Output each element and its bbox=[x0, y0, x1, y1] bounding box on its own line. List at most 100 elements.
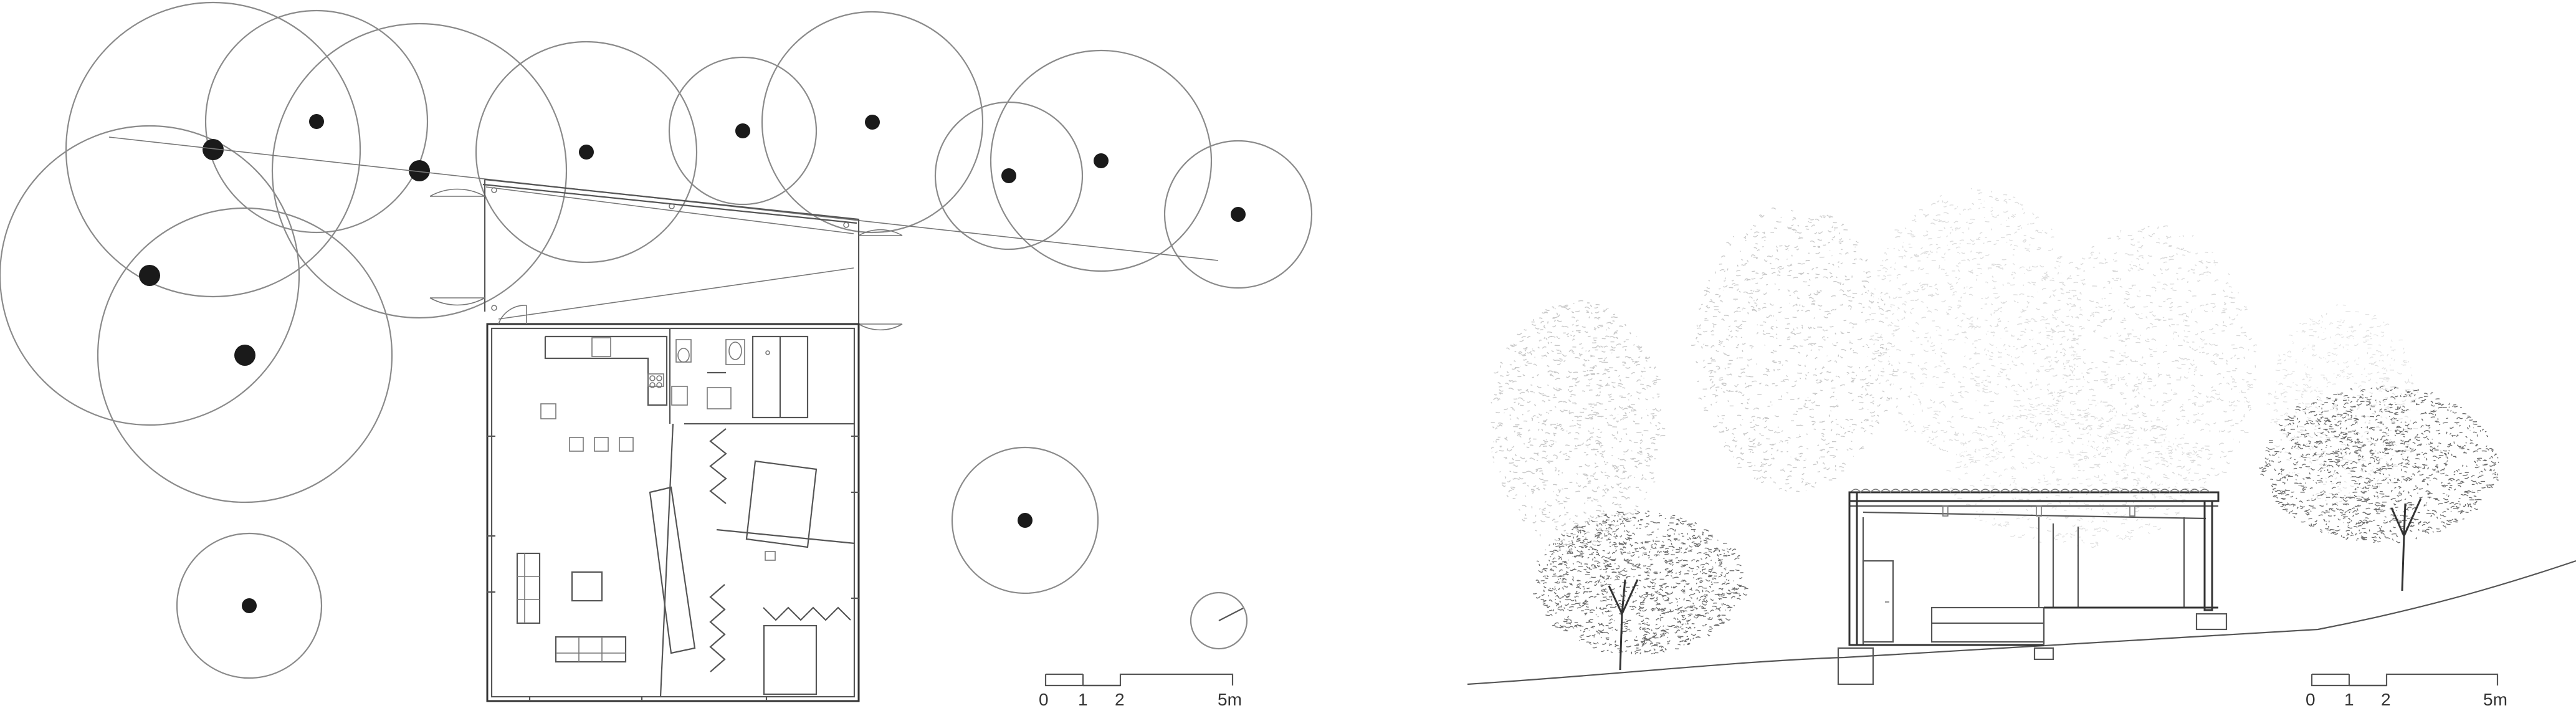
foliage-stroke bbox=[1946, 236, 1949, 237]
foliage-stroke bbox=[1595, 413, 1598, 416]
foliage-stroke bbox=[1841, 223, 1844, 226]
foliage-stroke bbox=[2244, 335, 2248, 337]
foliage-stroke bbox=[1556, 336, 1558, 338]
foliage-stroke bbox=[1627, 476, 1629, 479]
foliage-stroke bbox=[1568, 370, 1572, 373]
foliage-stroke bbox=[1727, 268, 1729, 271]
foliage-stroke bbox=[2046, 389, 2049, 392]
foliage-stroke bbox=[1954, 227, 1958, 229]
tree-trunk bbox=[865, 115, 880, 130]
foliage-stroke bbox=[1958, 391, 1962, 394]
foliage-stroke bbox=[2003, 199, 2007, 201]
foliage-stroke bbox=[1988, 391, 1993, 393]
foliage-stroke bbox=[2174, 360, 2180, 362]
foliage-stroke bbox=[2180, 474, 2182, 477]
foliage-stroke bbox=[2176, 445, 2179, 448]
foliage-stroke bbox=[2032, 537, 2035, 539]
foliage-stroke bbox=[1753, 419, 1755, 421]
foliage-stroke bbox=[1523, 420, 1528, 422]
foliage-stroke bbox=[1579, 485, 1581, 487]
foliage-stroke bbox=[2087, 413, 2091, 415]
foliage-stroke bbox=[2135, 312, 2139, 315]
foliage-stroke bbox=[2346, 376, 2350, 380]
foliage-stroke bbox=[1770, 351, 1774, 354]
foliage-stroke bbox=[2206, 474, 2211, 477]
foliage-stroke bbox=[1580, 529, 1581, 532]
foliage-stroke bbox=[1745, 386, 1750, 389]
foliage-stroke bbox=[2052, 375, 2058, 377]
foliage-stroke bbox=[2193, 373, 2196, 376]
foliage-stroke bbox=[1919, 282, 1921, 284]
foliage-stroke bbox=[1759, 277, 1763, 280]
foliage-stroke bbox=[2008, 378, 2010, 381]
foliage-stroke bbox=[1703, 366, 1706, 368]
foliage-stroke bbox=[2141, 411, 2146, 414]
foliage-stroke bbox=[1538, 446, 1541, 447]
foliage-stroke bbox=[2124, 536, 2130, 538]
foliage-stroke bbox=[2102, 482, 2107, 484]
foliage-stroke bbox=[2077, 389, 2082, 391]
foliage-stroke bbox=[2136, 258, 2140, 260]
foliage-stroke bbox=[1912, 330, 1916, 332]
foliage-stroke bbox=[1987, 381, 1991, 383]
foliage-stroke bbox=[1624, 520, 1630, 522]
foliage-stroke bbox=[2170, 303, 2172, 305]
foliage-stroke bbox=[2082, 257, 2086, 260]
foliage-stroke bbox=[1961, 455, 1965, 457]
foliage-stroke bbox=[1957, 466, 1962, 468]
foliage-stroke bbox=[2205, 252, 2208, 254]
foliage-stroke bbox=[1709, 301, 1714, 303]
foliage-stroke bbox=[1633, 420, 1636, 423]
foliage-stroke bbox=[2090, 251, 2094, 254]
foliage-stroke bbox=[1729, 335, 1731, 337]
foliage-stroke bbox=[1527, 485, 1529, 487]
foliage-stroke bbox=[1782, 365, 1783, 366]
foliage-stroke bbox=[1627, 449, 1629, 451]
foliage-stroke bbox=[1532, 415, 1536, 418]
foliage-stroke bbox=[1931, 437, 1935, 441]
foliage-stroke bbox=[1513, 464, 1519, 467]
foliage-stroke bbox=[1889, 383, 1892, 386]
foliage-stroke bbox=[2073, 282, 2079, 284]
foliage-stroke bbox=[1497, 398, 1501, 401]
foliage-stroke bbox=[1763, 458, 1767, 461]
foliage-stroke bbox=[1749, 421, 1752, 423]
foliage-stroke bbox=[2178, 459, 2182, 461]
foliage-stroke bbox=[1902, 371, 1907, 374]
foliage-stroke bbox=[2069, 330, 2074, 332]
foliage-stroke bbox=[2049, 364, 2052, 367]
foliage-stroke bbox=[2053, 404, 2056, 406]
foliage-stroke bbox=[1719, 342, 1723, 344]
foliage-stroke bbox=[1750, 305, 1755, 308]
foliage-stroke bbox=[1796, 248, 1800, 251]
foliage-stroke bbox=[1965, 504, 1972, 506]
foliage-stroke bbox=[1636, 379, 1641, 382]
foliage-stroke bbox=[1558, 469, 1560, 472]
foliage-stroke bbox=[1748, 437, 1750, 440]
foliage-stroke bbox=[2316, 396, 2321, 399]
foliage-stroke bbox=[2166, 477, 2170, 480]
foliage-stroke bbox=[2145, 447, 2147, 449]
foliage-stroke bbox=[1978, 199, 1982, 201]
foliage-stroke bbox=[2091, 508, 2092, 510]
foliage-stroke bbox=[2228, 404, 2233, 406]
foliage-stroke bbox=[1646, 631, 1650, 634]
foliage-stroke bbox=[1804, 403, 1806, 406]
foliage-stroke bbox=[1613, 437, 1618, 440]
foliage-stroke bbox=[1698, 398, 1702, 400]
foliage-stroke bbox=[2352, 330, 2357, 332]
foliage-stroke bbox=[2283, 359, 2286, 361]
foliage-stroke bbox=[2319, 464, 2322, 466]
foliage-stroke bbox=[1614, 467, 1618, 470]
foliage-stroke bbox=[1614, 408, 1616, 411]
foliage-stroke bbox=[1761, 463, 1764, 466]
foliage-stroke bbox=[1572, 533, 1576, 536]
foliage-stroke bbox=[2021, 308, 2027, 311]
foliage-stroke bbox=[1613, 417, 1616, 420]
foliage-stroke bbox=[2176, 247, 2180, 250]
foliage-stroke bbox=[1868, 290, 1869, 292]
foliage-stroke bbox=[1625, 376, 1629, 378]
foliage-stroke bbox=[1595, 411, 1600, 414]
foliage-stroke bbox=[1542, 451, 1547, 452]
foliage-stroke bbox=[1792, 317, 1797, 318]
